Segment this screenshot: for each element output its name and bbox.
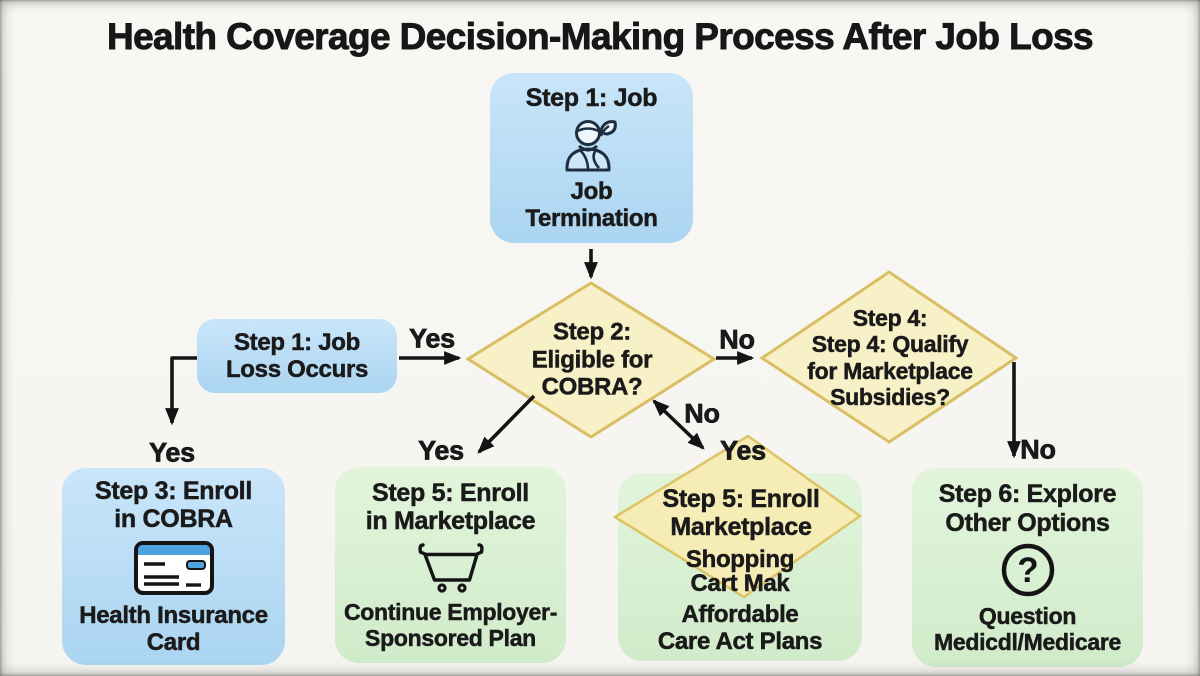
node-subtitle: Shopping Cart Mak xyxy=(685,546,795,597)
arrow-cobra-to-marketplace xyxy=(477,394,536,454)
shopping-cart-icon xyxy=(415,539,487,595)
edge-label-no: No xyxy=(719,324,755,355)
node-caption: Affordable Care Act Plans xyxy=(657,601,823,655)
diamond-label-subsidy: Step 4: Step 4: Qualify for Marketplace … xyxy=(807,305,973,411)
edge-label-yes: Yes xyxy=(409,323,456,354)
node-caption: Health Insurance Card xyxy=(79,601,268,656)
node-title: Step 1: Job xyxy=(525,83,658,113)
node-enroll-cobra: Step 3: Enroll in COBRA Health Insurance… xyxy=(62,468,285,665)
page-title: Health Coverage Decision-Making Process … xyxy=(106,16,1095,58)
edge-label-yes: Yes xyxy=(418,435,465,466)
diamond-label-cobra: Step 2: Eligible for COBRA? xyxy=(531,318,653,401)
node-caption: Job Termination xyxy=(525,178,658,233)
node-caption: Continue Employer- Sponsored Plan xyxy=(343,599,558,652)
node-explore-options: Step 6: Explore Other Options ? Question… xyxy=(912,468,1143,667)
node-caption: Question Medicdl/Medicare xyxy=(934,602,1122,655)
node-enroll-marketplace: Step 5: Enroll in Marketplace Continue E… xyxy=(335,467,566,663)
node-job-loss: Step 1: Job Loss Occurs xyxy=(197,319,397,393)
svg-text:?: ? xyxy=(1017,551,1038,590)
node-title: Step 3: Enroll in COBRA xyxy=(95,477,253,534)
node-title: Step 1: Job Loss Occurs xyxy=(225,328,369,384)
arrow-jobloss-to-enroll-cobra xyxy=(165,356,197,426)
node-title: Step 5: Enroll Marketplace xyxy=(662,485,820,542)
node-job-termination: Step 1: Job Job Termination xyxy=(490,73,693,243)
insurance-card-icon xyxy=(133,540,215,596)
worker-person-icon xyxy=(561,116,623,174)
node-title: Step 6: Explore Other Options xyxy=(938,480,1117,537)
edge-label-no: No xyxy=(1020,434,1056,465)
node-title: Step 5: Enroll in Marketplace xyxy=(365,478,536,536)
edge-label-yes: Yes xyxy=(720,435,767,466)
edge-label-yes: Yes xyxy=(149,437,196,468)
question-circle-icon: ? xyxy=(999,541,1057,599)
edge-label-no: No xyxy=(684,398,720,429)
